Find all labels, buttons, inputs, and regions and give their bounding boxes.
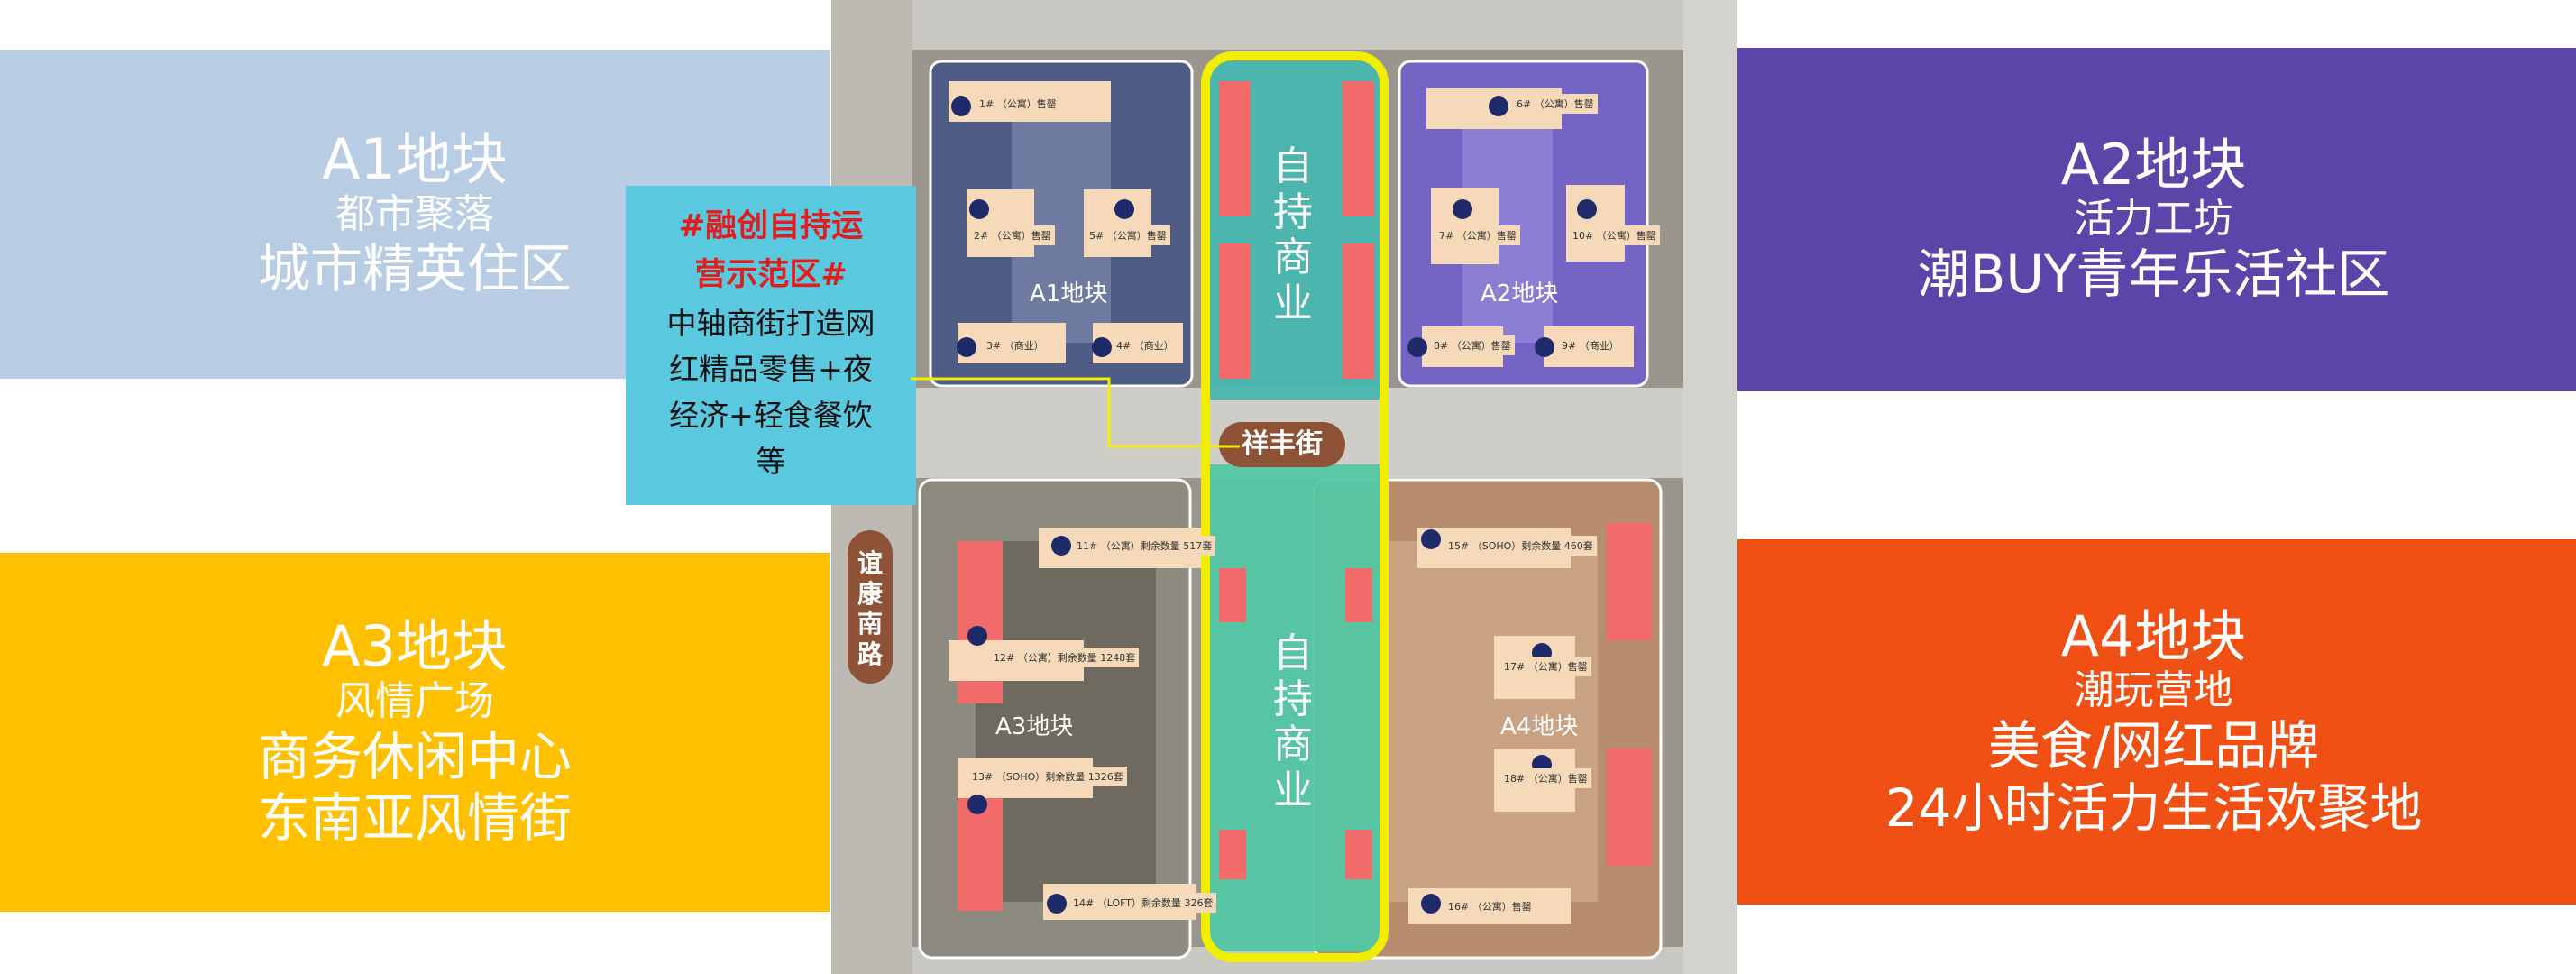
building-no-15: 15#	[1448, 540, 1470, 552]
building-info-4: 4# （商业）	[1113, 335, 1178, 355]
a3-line-1: 商务休闲中心	[257, 725, 572, 787]
a4-line-2: 24小时活力生活欢聚地	[1884, 776, 2423, 839]
building-info-7: 7# （公寓）售罄	[1435, 225, 1520, 245]
building-no-7: 7#	[1439, 230, 1454, 242]
building-info-10: 10# （公寓）售罄	[1569, 225, 1660, 245]
building-no-8: 8#	[1434, 340, 1449, 352]
building-text-10: （公寓）售罄	[1596, 230, 1656, 242]
callout-line-3: 经济+轻食餐饮	[669, 397, 873, 433]
a1-subtitle: 都市聚落	[335, 190, 494, 237]
building-text-14: （LOFT）剩余数量 326套	[1096, 897, 1214, 909]
building-no-3: 3#	[986, 340, 1002, 352]
building-text-9: （商业）	[1579, 340, 1619, 352]
callout-line-2: 红精品零售+夜	[669, 351, 873, 387]
a2-title: A2地块	[2060, 131, 2247, 198]
building-no-9: 9#	[1562, 340, 1577, 352]
block-label-a4: A4地块	[1500, 713, 1579, 740]
building-no-5: 5#	[1089, 230, 1105, 242]
a2-panel: A2地块 活力工坊 潮BUY青年乐活社区	[1731, 48, 2576, 391]
a4-subtitle: 潮玩营地	[2074, 667, 2233, 714]
building-info-18: 18# （公寓）售罄	[1500, 768, 1591, 788]
building-text-2: （公寓）售罄	[991, 230, 1051, 242]
a2-subtitle: 活力工坊	[2074, 196, 2233, 243]
building-text-11: （公寓）剩余数量 517套	[1100, 540, 1213, 552]
building-text-16: （公寓）售罄	[1471, 901, 1532, 913]
operation-demo-callout: #融创自持运 营示范区# 中轴商街打造网 红精品零售+夜 经济+轻食餐饮 等	[626, 186, 916, 505]
building-info-5: 5# （公寓）售罄	[1086, 225, 1170, 245]
callout-heading-1: #融创自持运	[678, 208, 864, 244]
a2-line: 潮BUY青年乐活社区	[1917, 243, 2390, 305]
building-no-1: 1#	[979, 98, 995, 110]
building-info-6: 6# （公寓）售罄	[1513, 94, 1598, 114]
commercial-label-north-text: 自持商业	[1273, 143, 1313, 326]
building-no-12: 12#	[994, 652, 1015, 664]
building-info-12: 12# （公寓）剩余数量 1248套	[990, 648, 1140, 667]
commercial-label-south: 自持商业	[1273, 630, 1313, 813]
site-plan-map: 自持商业 自持商业 A1地块 A2地块 A3地块 A4地块 祥丰街 谊康南路 1…	[831, 0, 1737, 974]
road-label-xiangfeng: 祥丰街	[1219, 422, 1345, 467]
building-text-13: （SOHO）剩余数量 1326套	[995, 771, 1123, 783]
a3-line-2: 东南亚风情街	[257, 787, 572, 850]
building-info-2: 2# （公寓）售罄	[970, 225, 1055, 245]
building-no-14: 14#	[1073, 897, 1095, 909]
building-text-5: （公寓）售罄	[1106, 230, 1167, 242]
site-plan-drawing	[831, 0, 1737, 974]
callout-heading-2: 营示范区#	[694, 257, 848, 294]
commercial-label-north: 自持商业	[1273, 143, 1313, 326]
callout-leader-line	[911, 377, 1240, 448]
building-text-7: （公寓）售罄	[1456, 230, 1517, 242]
building-text-15: （SOHO）剩余数量 460套	[1471, 540, 1593, 552]
building-info-9: 9# （商业）	[1558, 335, 1623, 355]
building-text-18: （公寓）售罄	[1527, 773, 1588, 785]
building-info-17: 17# （公寓）售罄	[1500, 657, 1591, 676]
building-no-6: 6#	[1517, 98, 1532, 110]
building-info-13: 13# （SOHO）剩余数量 1326套	[968, 767, 1127, 786]
block-label-a3: A3地块	[995, 713, 1074, 740]
building-info-16: 16# （公寓）售罄	[1444, 896, 1536, 916]
building-text-1: （公寓）售罄	[996, 98, 1057, 110]
commercial-label-south-text: 自持商业	[1273, 630, 1313, 813]
a4-panel: A4地块 潮玩营地 美食/网红品牌 24小时活力生活欢聚地	[1731, 539, 2576, 905]
building-text-8: （公寓）售罄	[1451, 340, 1511, 352]
callout-line-4: 等	[756, 443, 786, 479]
building-info-1: 1# （公寓）售罄	[976, 94, 1060, 114]
building-info-11: 11# （公寓）剩余数量 517套	[1073, 536, 1216, 556]
building-no-16: 16#	[1448, 901, 1470, 913]
a3-title: A3地块	[322, 613, 508, 680]
block-label-a2: A2地块	[1481, 280, 1559, 308]
road-label-yikang-text: 谊康南路	[857, 548, 883, 669]
building-info-8: 8# （公寓）售罄	[1430, 335, 1515, 355]
building-info-15: 15# （SOHO）剩余数量 460套	[1444, 536, 1597, 556]
a1-line: 城市精英住区	[257, 238, 572, 300]
building-text-17: （公寓）售罄	[1527, 661, 1588, 673]
callout-line-1: 中轴商街打造网	[666, 305, 875, 341]
building-text-6: （公寓）售罄	[1534, 98, 1594, 110]
a1-title: A1地块	[322, 126, 508, 193]
building-text-12: （公寓）剩余数量 1248套	[1017, 652, 1136, 664]
building-no-2: 2#	[974, 230, 989, 242]
building-no-13: 13#	[972, 771, 994, 783]
building-no-18: 18#	[1504, 773, 1526, 785]
a4-line-1: 美食/网红品牌	[1987, 715, 2320, 777]
building-no-17: 17#	[1504, 661, 1526, 673]
building-info-14: 14# （LOFT）剩余数量 326套	[1069, 893, 1217, 913]
building-text-4: （商业）	[1133, 340, 1174, 352]
a3-panel: A3地块 风情广场 商务休闲中心 东南亚风情街	[0, 553, 830, 912]
block-label-a1: A1地块	[1030, 280, 1108, 308]
building-no-4: 4#	[1116, 340, 1132, 352]
a3-subtitle: 风情广场	[335, 677, 494, 724]
building-no-10: 10#	[1572, 230, 1594, 242]
building-no-11: 11#	[1077, 540, 1098, 552]
building-text-3: （商业）	[1004, 340, 1044, 352]
building-info-3: 3# （商业）	[983, 335, 1048, 355]
a4-title: A4地块	[2060, 602, 2247, 669]
road-label-yikang: 谊康南路	[848, 530, 893, 684]
